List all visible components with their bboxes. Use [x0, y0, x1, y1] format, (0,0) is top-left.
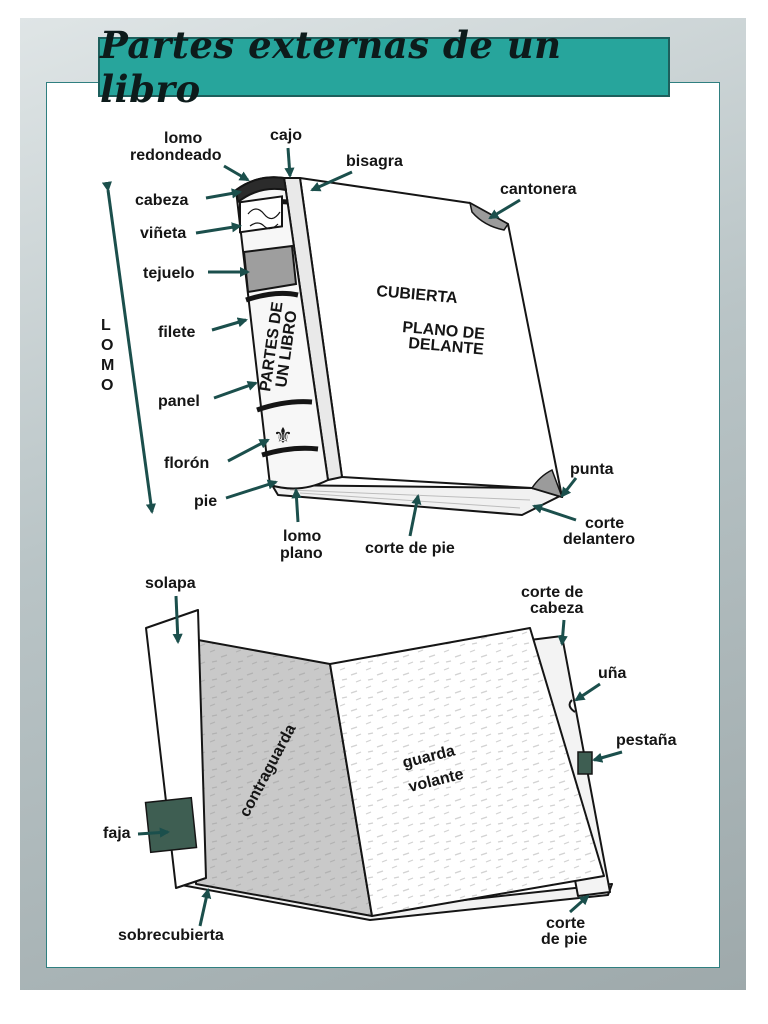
arrow-corte-de-pie — [408, 493, 422, 537]
label-panel: panel — [158, 393, 200, 410]
label-cantonera: cantonera — [500, 181, 577, 198]
title-banner: Partes externas de un libro — [98, 23, 670, 111]
vineta-ornament — [247, 208, 281, 230]
arrow-faja — [137, 827, 171, 838]
label-floron: florón — [164, 455, 209, 472]
label-faja: faja — [103, 825, 131, 842]
pestana-tab — [577, 751, 593, 775]
lomo-arrow — [101, 181, 156, 515]
una-notch — [568, 699, 576, 713]
label-corte-de-cabeza-1: corte de — [521, 584, 583, 601]
label-corte-de-pie-open-1: corte — [546, 915, 585, 932]
label-pestana: pestaña — [616, 732, 677, 749]
arrow-una — [574, 682, 601, 702]
page-lines — [289, 489, 531, 509]
arrow-sobrecubierta — [198, 888, 212, 927]
label-lomo-plano-1: lomo — [283, 528, 321, 545]
label-corte-de-cabeza-2: cabeza — [530, 600, 583, 617]
arrow-lomo-plano — [291, 487, 302, 523]
arrow-punta — [560, 477, 578, 498]
arrow-cajo — [284, 147, 295, 179]
label-vineta: viñeta — [140, 225, 186, 242]
arrow-cabeza — [205, 188, 243, 200]
arrow-cantonera — [488, 198, 521, 220]
lomo-letter-2: O — [101, 337, 113, 354]
label-corte-delantero-2: delantero — [563, 531, 635, 548]
spine-head — [235, 176, 287, 203]
arrow-floron — [227, 438, 270, 463]
arrow-corte-de-cabeza — [557, 619, 568, 647]
cover-subtitle-2: DELANTE — [408, 335, 485, 359]
label-corte-delantero-1: corte — [585, 515, 624, 532]
arrow-filete — [211, 317, 248, 332]
label-lomo-plano-2: plano — [280, 545, 323, 562]
vineta — [239, 195, 283, 234]
faja-band — [144, 796, 198, 854]
lomo-letter-3: M — [101, 357, 114, 374]
open-book: contraguarda guarda volante — [144, 609, 613, 921]
tejuelo — [242, 244, 298, 294]
label-tejuelo: tejuelo — [143, 265, 195, 282]
label-corte-de-pie-open-2: de pie — [541, 931, 587, 948]
label-solapa: solapa — [145, 575, 196, 592]
arrow-corte-de-pie-open — [569, 894, 590, 914]
label-lomo-redondeado-2: redondeado — [130, 147, 222, 164]
label-punta: punta — [570, 461, 614, 478]
closed-book: PARTES DE UN LIBRO ⚜ CUBIERTA PLANO DE D… — [235, 176, 564, 516]
label-corte-de-pie: corte de pie — [365, 540, 455, 557]
label-cajo: cajo — [270, 127, 302, 144]
arrow-lomo-redondeado — [223, 164, 250, 182]
label-filete: filete — [158, 324, 195, 341]
page-title: Partes externas de un libro — [100, 23, 562, 111]
floron-icon: ⚜ — [273, 424, 293, 449]
arrow-corte-delantero — [532, 503, 577, 522]
label-sobrecubierta: sobrecubierta — [118, 927, 224, 944]
guarda-volante-page — [329, 627, 605, 917]
label-pie: pie — [194, 493, 217, 510]
arrow-panel — [213, 380, 258, 400]
bottom-corner-punta — [530, 468, 564, 499]
lomo-letter-4: O — [101, 377, 113, 394]
label-lomo-redondeado-1: lomo — [164, 130, 202, 147]
arrow-solapa — [172, 595, 183, 645]
arrow-bisagra — [310, 170, 353, 192]
arrow-vineta — [195, 222, 243, 235]
label-cabeza: cabeza — [135, 192, 188, 209]
arrow-pestana — [592, 750, 623, 763]
arrow-pie — [225, 479, 278, 500]
label-bisagra: bisagra — [346, 153, 403, 170]
lomo-letter-1: L — [101, 317, 111, 334]
label-una: uña — [598, 665, 627, 682]
